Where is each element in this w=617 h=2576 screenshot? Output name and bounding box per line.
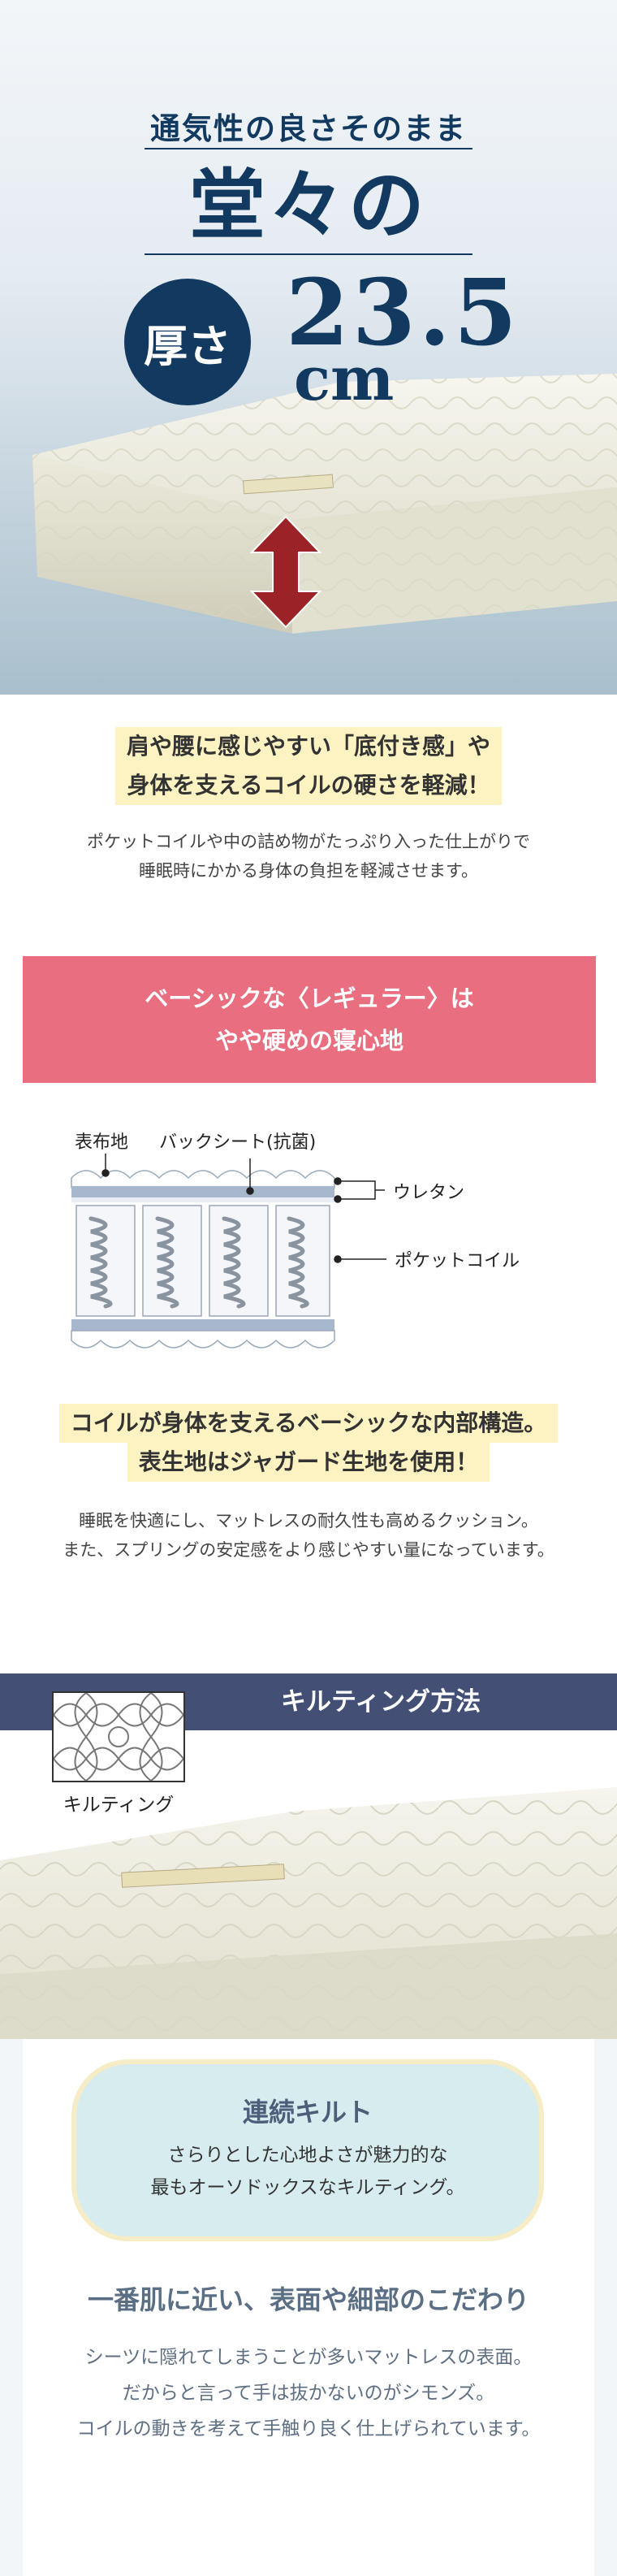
hero-subtitle-underline — [145, 148, 472, 149]
label-urethane: ウレタン — [393, 1183, 465, 1203]
panel-left-margin — [0, 2039, 23, 2576]
feature2-body: 睡眠を快適にし、マットレスの耐久性も高めるクッション。 また、スプリングの安定感… — [0, 1506, 617, 1565]
feature1-body-line2: 睡眠時にかかる身体の負担を軽減させます。 — [139, 861, 478, 881]
quilting-pattern-icon — [53, 1692, 184, 1782]
quilting-method-title: キルティング方法 — [281, 1687, 481, 1717]
hero-title-underline — [145, 253, 472, 255]
firmness-banner-line2: やや硬めの寝心地 — [214, 1027, 403, 1054]
feature1-heading-line2: 身体を支えるコイルの硬さを軽減！ — [115, 766, 502, 805]
feature1-heading-line1: 肩や腰に感じやすい「底付き感」や — [114, 727, 502, 766]
quilted-mattress-image — [0, 1730, 617, 2039]
thickness-badge: 厚さ — [124, 279, 251, 405]
firmness-banner-line1: ベーシックな〈レギュラー〉は — [145, 985, 474, 1012]
quilt-type-title: 連続キルト — [242, 2097, 373, 2128]
detail-body: シーツに隠れてしまうことが多いマットレスの表面。 だからと言って手は抜かないのが… — [0, 2340, 617, 2447]
quilt-type-description: さらりとした心地よさが魅力的な 最もオーソドックスなキルティング。 — [76, 2139, 539, 2204]
feature2-heading-line2: 表生地はジャガード生地を使用！ — [127, 1443, 490, 1482]
detail-line1: シーツに隠れてしまうことが多いマットレスの表面。 — [84, 2347, 533, 2368]
firmness-banner: ベーシックな〈レギュラー〉は やや硬めの寝心地 — [23, 956, 596, 1083]
hero-section: 通気性の良さそのまま 堂々の 厚さ 23.5 cm — [0, 0, 617, 695]
feature2-body-line1: 睡眠を快適にし、マットレスの耐久性も高めるクッション。 — [79, 1511, 538, 1530]
quilting-pattern-thumbnail — [52, 1691, 185, 1782]
quilting-thumbnail-label: キルティング — [63, 1795, 175, 1816]
thickness-arrow-icon — [249, 515, 322, 629]
feature1-body: ポケットコイルや中の詰め物がたっぷり入った仕上がりで 睡眠時にかかる身体の負担を… — [0, 827, 617, 885]
quilt-type-card: 連続キルト さらりとした心地よさが魅力的な 最もオーソドックスなキルティング。 — [71, 2059, 544, 2241]
hero-subtitle: 通気性の良さそのまま — [150, 110, 467, 146]
feature2-heading-line1: コイルが身体を支えるベーシックな内部構造。 — [58, 1404, 559, 1443]
detail-line3: コイルの動きを考えて手触り良く仕上げられています。 — [76, 2418, 541, 2440]
quilt-type-line2: 最もオーソドックスなキルティング。 — [150, 2177, 465, 2198]
structure-diagram: 表布地 バックシート(抗菌) ウレタン ポケットコイル — [0, 1121, 617, 1365]
detail-line2: だからと言って手は抜かないのがシモンズ。 — [122, 2383, 495, 2404]
detail-heading: 一番肌に近い、表面や細部のこだわり — [87, 2284, 529, 2315]
feature1-heading: 肩や腰に感じやすい「底付き感」や 身体を支えるコイルの硬さを軽減！ — [0, 727, 617, 805]
label-pocket-coil: ポケットコイル — [395, 1251, 520, 1271]
thickness-badge-label: 厚さ — [144, 319, 231, 372]
structure-diagram-svg — [71, 1154, 386, 1349]
label-surface-fabric: 表布地 — [75, 1132, 129, 1153]
quilt-type-line1: さらりとした心地よさが魅力的な — [167, 2145, 448, 2166]
mattress-image — [32, 374, 617, 634]
panel-right-margin — [594, 2039, 617, 2576]
feature1-body-line1: ポケットコイルや中の詰め物がたっぷり入った仕上がりで — [87, 832, 530, 851]
thickness-value: 23.5 — [286, 260, 520, 366]
feature2-heading: コイルが身体を支えるベーシックな内部構造。 表生地はジャガード生地を使用！ — [0, 1404, 617, 1482]
thickness-unit: cm — [294, 344, 395, 414]
hero-title: 堂々の — [188, 161, 428, 250]
label-backsheet: バックシート(抗菌) — [159, 1132, 317, 1153]
feature2-body-line2: また、スプリングの安定感をより感じやすい量になっています。 — [63, 1540, 554, 1560]
